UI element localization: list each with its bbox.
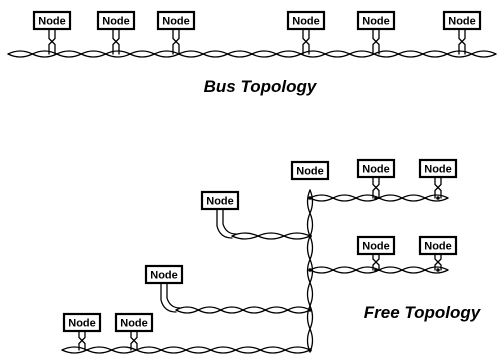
bus-node-3: Node xyxy=(156,10,196,31)
free-node-top-3-label: Node xyxy=(424,164,452,176)
free-node-mid-2: Node xyxy=(418,235,458,256)
free-node-top-3: Node xyxy=(418,158,458,179)
bus-node-2: Node xyxy=(96,10,136,31)
free-node-mid-2-label: Node xyxy=(424,241,452,253)
bus-drop-6-wire-b xyxy=(458,28,466,55)
bus-drop-1-wire-b xyxy=(48,28,56,55)
free-node-bottom-2: Node xyxy=(114,312,154,333)
bus-node-4: Node xyxy=(286,10,326,31)
free-trunk-strand-a xyxy=(306,189,311,353)
bus-nodes: Node Node Node Node Node Node xyxy=(32,10,482,31)
free-node-top-2: Node xyxy=(356,158,396,179)
free-drop-mid-2-wire-b xyxy=(434,253,442,271)
bus-drop-4-wire-b xyxy=(302,28,310,55)
free-node-left-upper-label: Node xyxy=(206,196,234,208)
free-drop-mid-1-wire-b xyxy=(372,253,380,271)
bus-node-5-label: Node xyxy=(362,16,390,28)
bus-node-3-box xyxy=(156,10,196,31)
free-branch-leftup-strand-b xyxy=(231,235,311,240)
bus-drop-3-wire-b xyxy=(172,28,180,55)
junction-top xyxy=(308,196,312,200)
free-topology-caption: Free Topology xyxy=(364,303,482,322)
free-node-left-upper-box xyxy=(200,190,240,211)
free-twisted-pair-cables xyxy=(61,189,449,354)
free-leftmid-lead-a xyxy=(160,282,177,313)
junction-bottom xyxy=(308,348,312,352)
free-node-left-mid: Node xyxy=(144,264,184,285)
free-node-bottom-2-box xyxy=(114,312,154,333)
free-node-mid-1-box xyxy=(356,235,396,256)
junction-leftmid xyxy=(308,308,312,312)
bus-node-2-label: Node xyxy=(102,16,130,28)
free-node-left-mid-box xyxy=(144,264,184,285)
junction-mid-1 xyxy=(374,268,378,272)
bus-topology-caption: Bus Topology xyxy=(204,77,318,96)
free-drop-top-3-wire-b xyxy=(434,176,442,199)
bus-twisted-pair-cable xyxy=(7,50,497,58)
junction-mid-2 xyxy=(436,268,440,272)
free-leftup-lead-b xyxy=(222,208,237,235)
free-drop-bottom-1-wire-b xyxy=(78,330,86,351)
free-branch-leftmid-strand-b xyxy=(175,309,311,314)
free-node-top-2-box xyxy=(356,158,396,179)
bus-node-6-box xyxy=(442,10,482,31)
free-node-mid-1: Node xyxy=(356,235,396,256)
junction-top-3 xyxy=(436,196,440,200)
free-node-mid-1-label: Node xyxy=(362,241,390,253)
free-leftup-lead-a xyxy=(216,208,233,239)
free-node-left-upper: Node xyxy=(200,190,240,211)
bus-node-5-box xyxy=(356,10,396,31)
bus-node-3-label: Node xyxy=(162,16,190,28)
free-drop-bottom-2-wire-b xyxy=(130,330,138,351)
free-node-top-2-label: Node xyxy=(362,164,390,176)
bus-node-4-box xyxy=(286,10,326,31)
free-node-top-1-box xyxy=(290,160,330,181)
free-branch-bottom-strand-b xyxy=(61,349,311,354)
bus-cable-strand-b xyxy=(7,53,497,58)
bus-node-1: Node xyxy=(32,10,72,31)
bus-node-4-label: Node xyxy=(292,16,320,28)
bus-node-2-box xyxy=(96,10,136,31)
free-drop-top-2-wire-b xyxy=(372,176,380,199)
free-node-mid-2-box xyxy=(418,235,458,256)
free-node-bottom-2-label: Node xyxy=(120,318,148,330)
bus-drop-2-wire-b xyxy=(112,28,120,55)
free-node-drops xyxy=(78,176,442,351)
bus-node-5: Node xyxy=(356,10,396,31)
bus-node-6: Node xyxy=(442,10,482,31)
junction-mid xyxy=(308,268,312,272)
free-node-top-1-label: Node xyxy=(296,166,324,178)
bus-node-1-box xyxy=(32,10,72,31)
free-leftmid-lead-b xyxy=(166,282,181,309)
free-node-bottom-1: Node xyxy=(62,312,102,333)
free-node-top-1: Node xyxy=(290,160,330,181)
junction-leftup xyxy=(308,234,312,238)
free-node-left-mid-label: Node xyxy=(150,270,178,282)
bus-drop-5-wire-b xyxy=(372,28,380,55)
junction-top-2 xyxy=(374,196,378,200)
free-node-top-3-box xyxy=(418,158,458,179)
bus-topology-group: Node Node Node Node Node Node Bus Topology xyxy=(7,10,497,96)
bus-node-drops xyxy=(48,28,466,55)
free-node-bottom-1-box xyxy=(62,312,102,333)
bus-node-1-label: Node xyxy=(38,16,66,28)
free-branch-leftup-strand-a xyxy=(231,232,311,237)
bus-node-6-label: Node xyxy=(448,16,476,28)
free-node-bottom-1-label: Node xyxy=(68,318,96,330)
